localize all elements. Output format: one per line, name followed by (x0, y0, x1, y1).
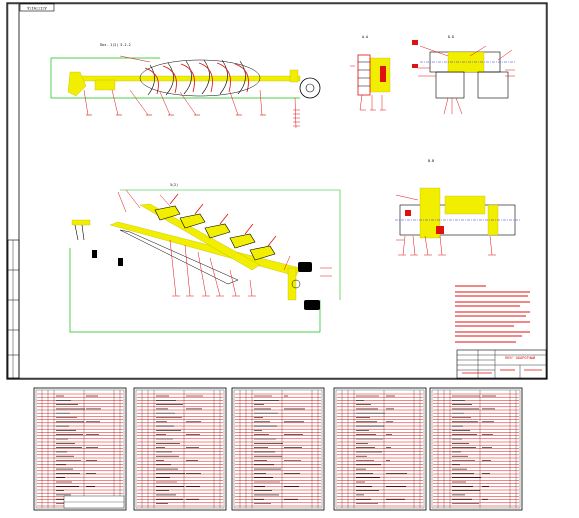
plow-plan-view: 5(2) (69, 183, 341, 333)
spec-sheet (333, 387, 427, 511)
main-sheet-frame (6, 2, 548, 380)
plow-side-view: Поз. 1(2) 5.2.2 (50, 43, 321, 129)
callout-top: Поз. 1(2) 5.2.2 (100, 43, 131, 47)
technical-notes (455, 285, 530, 343)
spec-sheet (133, 387, 227, 511)
corner-stamp: ∀ΞΙΑΞΞΙΞ∀ (19, 3, 55, 12)
title-block: ПЛУГ ОБОРОТНЫЙ (456, 349, 547, 379)
view-b-label: Б-Б (448, 35, 454, 39)
spec-sheet (231, 387, 325, 511)
specification-sheets (33, 387, 523, 511)
callout-plan: 5(2) (170, 183, 178, 187)
title-block-heading: ПЛУГ ОБОРОТНЫЙ (505, 355, 535, 360)
section-view-b: Б-Б (412, 35, 515, 115)
view-a-label: A-A (362, 35, 368, 39)
spec-sheet (33, 387, 127, 511)
section-view-c: В-В (395, 159, 520, 256)
section-view-a: A-A (350, 35, 391, 111)
corner-stamp-text: ∀ΞΙΑΞΞΙΞ∀ (27, 7, 47, 11)
spec-sheet (429, 387, 523, 511)
view-c-label: В-В (428, 159, 434, 163)
